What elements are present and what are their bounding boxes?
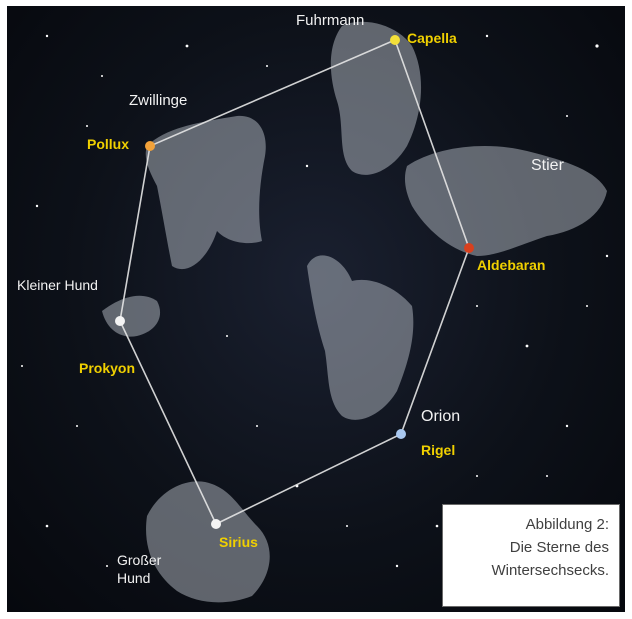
star-chart: Fuhrmann Zwillinge Stier Kleiner Hund Or… [7,6,625,612]
sirius-star [211,519,221,529]
grosser-hund-label-line1: Großer [117,552,162,568]
aldebaran-label: Aldebaran [477,257,546,273]
rigel-star [396,429,406,439]
kleiner-hund-figure [102,295,161,337]
pollux-star [145,141,155,151]
figure-caption: Abbildung 2: Die Sterne des Wintersechse… [442,504,620,607]
prokyon-label: Prokyon [79,360,136,376]
aldebaran-star [464,243,474,253]
sirius-label: Sirius [219,534,258,550]
star-chart-graphic [21,21,609,603]
stier-label: Stier [531,157,564,174]
fuhrmann-figure [330,21,422,175]
zwillinge-label: Zwillinge [129,92,188,109]
caption-line-3: Wintersechsecks. [491,562,609,579]
rigel-label: Rigel [421,442,456,458]
fuhrmann-label: Fuhrmann [296,12,365,29]
orion-label: Orion [421,408,461,425]
background-stars [21,34,609,568]
capella-label: Capella [407,30,457,46]
capella-star [390,35,400,45]
zwillinge-figure [145,115,266,270]
prokyon-star [115,316,125,326]
grosser-hund-figure [146,481,270,603]
stier-figure [404,146,607,256]
pollux-label: Pollux [87,136,130,152]
caption-line-2: Die Sterne des [509,539,609,556]
kleiner-hund-label: Kleiner Hund [17,277,98,293]
orion-figure [307,255,414,420]
grosser-hund-label-line2: Hund [117,570,151,586]
caption-line-1: Abbildung 2: [525,516,609,533]
